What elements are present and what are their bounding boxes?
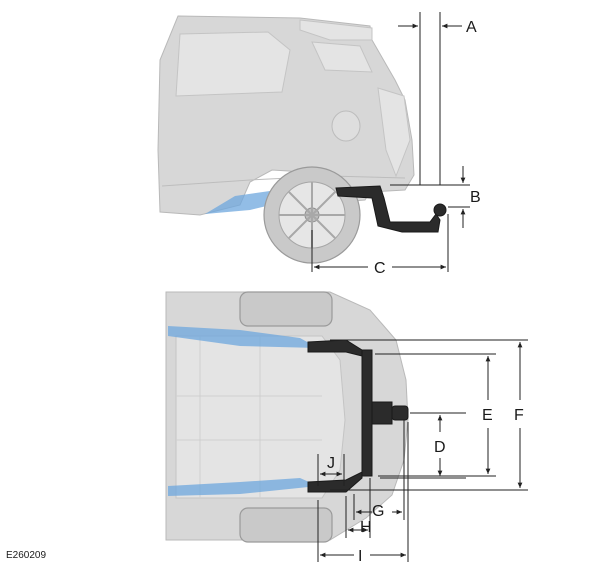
reference-code: E260209 xyxy=(6,550,46,561)
label-a: A xyxy=(466,19,477,36)
label-i: I xyxy=(358,548,362,565)
label-b: B xyxy=(470,189,481,206)
rear-wheel-side xyxy=(263,166,361,264)
label-g: G xyxy=(372,503,384,520)
tow-bar-neck xyxy=(371,401,393,425)
side-view: A B C xyxy=(157,12,481,277)
rear-tyre-top-left xyxy=(239,291,333,327)
tow-bar-crossmember xyxy=(361,349,373,477)
tail-light xyxy=(377,87,411,178)
label-f: F xyxy=(514,407,524,424)
label-h: H xyxy=(360,519,372,536)
label-j: J xyxy=(327,455,335,472)
roof-spoiler xyxy=(299,19,373,41)
tow-ball-side xyxy=(433,203,447,217)
chassis-highlight-top-upper xyxy=(168,326,318,348)
panel-lines xyxy=(176,336,322,498)
rear-tyre-top-right xyxy=(239,507,333,543)
tow-bar-bracket-lower xyxy=(307,471,363,493)
side-window xyxy=(175,31,291,97)
tow-bar-side xyxy=(335,185,441,233)
label-e: E xyxy=(482,407,493,424)
chassis-highlight-top-lower xyxy=(168,478,318,496)
tow-ball-top xyxy=(391,405,409,421)
rear-quarter-window xyxy=(311,41,373,73)
label-c: C xyxy=(374,260,386,277)
top-view: D E F J G H I xyxy=(165,291,528,565)
label-d: D xyxy=(434,439,446,456)
fuel-door xyxy=(331,110,361,142)
